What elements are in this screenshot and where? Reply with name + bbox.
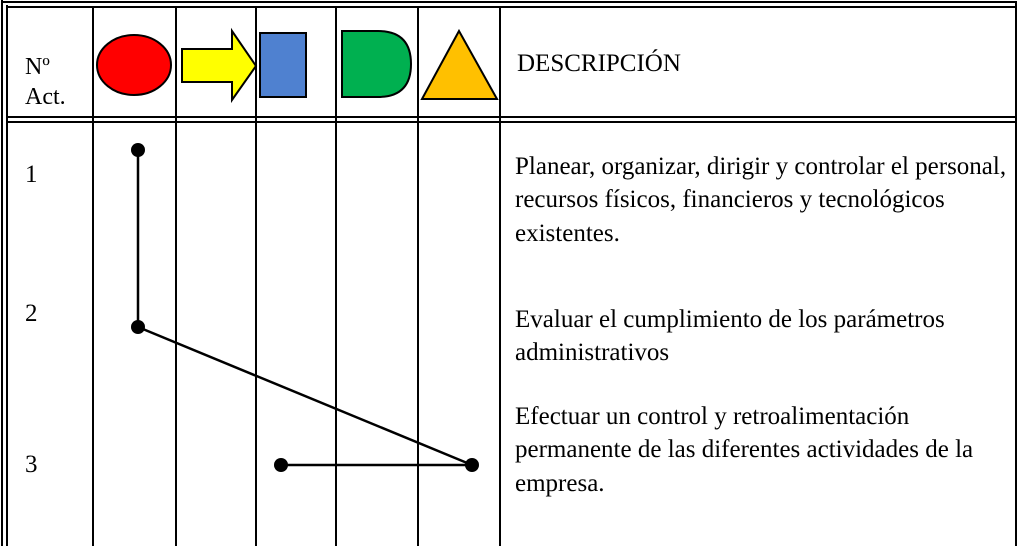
- flow-node: [131, 143, 145, 157]
- row-number: 1: [25, 161, 38, 188]
- transport-arrow-icon: [181, 27, 258, 104]
- description-header: DESCRIPCIÓN: [517, 50, 681, 77]
- activity-number-header-line2: Act.: [25, 84, 66, 110]
- row-number: 3: [25, 451, 38, 478]
- flow-line: [137, 325, 473, 467]
- row-description: Evaluar el cumplimiento de los parámetro…: [515, 306, 945, 367]
- activity-number-header-line1: Nº: [25, 54, 50, 80]
- storage-triangle-icon: [420, 28, 499, 100]
- flow-node: [465, 458, 479, 472]
- flow-node: [274, 458, 288, 472]
- flow-node: [131, 320, 145, 334]
- row-description: Planear, organizar, dirigir y controlar …: [515, 153, 1007, 247]
- activity-number-header: Nº Act.: [25, 52, 85, 112]
- row-description: Efectuar un control y retroalimentación …: [515, 403, 974, 497]
- row-number: 2: [25, 300, 38, 327]
- inspection-square-icon: [259, 32, 307, 98]
- delay-d-shape-icon: [341, 30, 413, 98]
- operation-ellipse-icon: [96, 34, 172, 96]
